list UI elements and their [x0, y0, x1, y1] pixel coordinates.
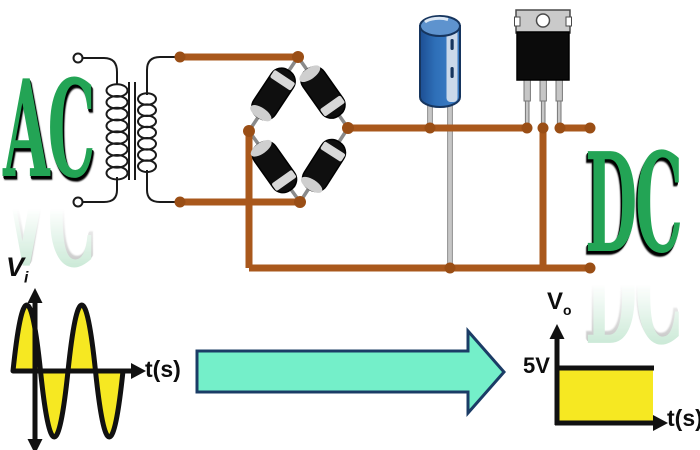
vo-axis-label-main: V [547, 288, 564, 315]
vo-axis-label: Vo [547, 288, 572, 318]
primary-bottom-lead [83, 177, 118, 203]
input-waveform-plot [10, 288, 146, 450]
vi-axis-label: Vi [6, 252, 28, 287]
diode-icon [250, 139, 298, 194]
vo-axis-label-sub: o [563, 301, 572, 318]
bridge-link-wires [247, 55, 350, 204]
secondary-bottom-lead [146, 170, 178, 203]
v-axis-arrow-up [27, 288, 43, 303]
output-waveform-plot [549, 324, 668, 431]
dc-label-group: DC DC [585, 123, 683, 371]
dc-label: DC [585, 123, 683, 284]
secondary-top-lead [146, 56, 178, 95]
input-time-label: t(s) [145, 356, 181, 382]
vi-axis-label-main: V [6, 252, 25, 282]
capacitor-icon [419, 15, 461, 108]
ac-input-terminal-bottom [72, 196, 84, 208]
junction-dots [174, 51, 596, 274]
v-axis-arrow-down [27, 439, 43, 450]
output-time-label: t(s) [667, 405, 700, 431]
circuit-wires [180, 53, 590, 272]
dc-level-area [557, 369, 653, 423]
vi-axis-label-sub: i [24, 269, 29, 287]
regulator-body [516, 31, 570, 81]
bridge-rectifier-icon [250, 65, 347, 194]
capacitor-stripe [446, 21, 458, 102]
five-volt-label: 5V [523, 353, 550, 378]
regulator-mount-hole [535, 13, 551, 28]
t-axis-arrow [653, 415, 668, 431]
primary-top-lead [83, 57, 118, 84]
ac-input-terminal-top [72, 52, 84, 64]
voltage-regulator-icon [514, 9, 572, 128]
conversion-arrow-icon [195, 327, 506, 417]
diode-icon [250, 67, 296, 122]
diode-icon [300, 138, 347, 193]
diode-icon [299, 65, 346, 119]
v-axis-arrow-up [549, 324, 565, 339]
ac-label: AC [3, 50, 96, 208]
dc-label-reflection: DC [585, 210, 681, 371]
t-axis-arrow [131, 363, 146, 379]
transformer-icon [72, 52, 178, 208]
ac-label-group: AC AC [3, 50, 96, 294]
